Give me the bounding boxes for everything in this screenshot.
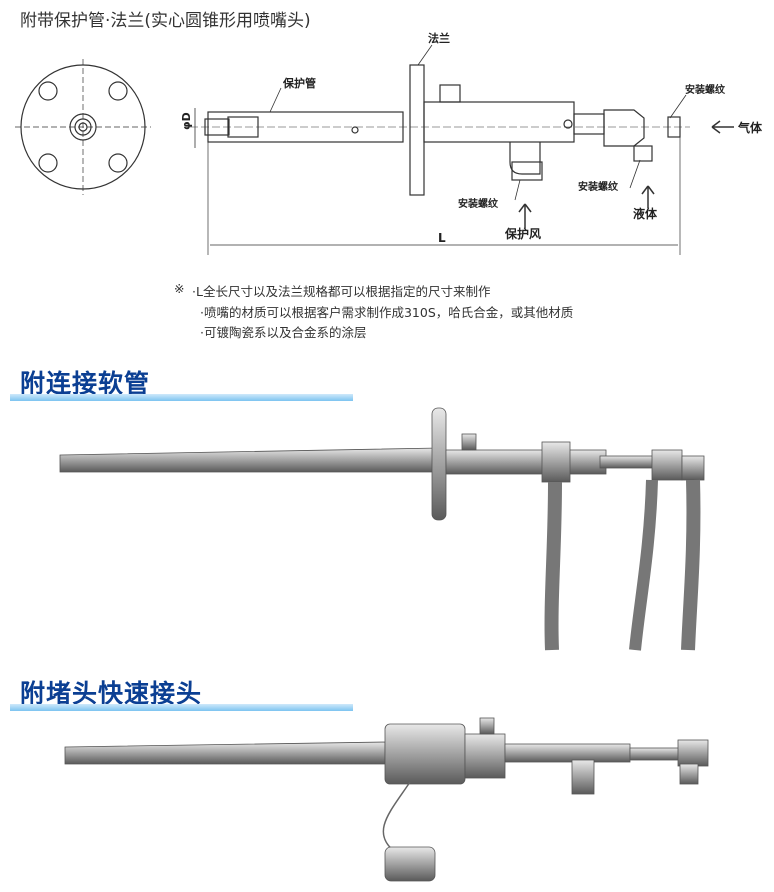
label-gas: 气体: [737, 120, 763, 135]
label-thread-bottom: 安装螺纹: [578, 180, 619, 193]
page-title: 附带保护管·法兰(实心圆锥形用喷嘴头): [20, 11, 311, 31]
section-underline: [10, 394, 353, 401]
label-length: L: [438, 231, 446, 245]
label-thread-mid: 安装螺纹: [458, 197, 499, 210]
section-title-quick-coupling: 附堵头快速接头: [20, 679, 203, 708]
note-line: ·可镀陶瓷系以及合金系的涂层: [200, 325, 367, 340]
note-line: ·喷嘴的材质可以根据客户需求制作成310S，哈氏合金，或其他材质: [200, 305, 574, 320]
label-flange: 法兰: [428, 31, 450, 45]
photo-quick-coupling-nozzle: [64, 717, 709, 882]
technical-drawing: 法兰 保护管 φD 安装螺纹 气体 安装螺纹 液体 安装螺纹 保护风 L: [15, 31, 763, 255]
nozzle-assembly: [59, 407, 705, 651]
label-thread-top: 安装螺纹: [685, 83, 726, 96]
note-line: ·L全长尺寸以及法兰规格都可以根据指定的尺寸来制作: [192, 284, 491, 299]
label-protect-tube: 保护管: [282, 76, 316, 90]
note-mark: ※: [174, 281, 185, 296]
nozzle-assembly: [64, 717, 709, 882]
flange-front-view: [15, 59, 151, 195]
photo-hose-nozzle: [59, 407, 705, 651]
nozzle-side-view: [190, 44, 734, 255]
label-protect-air: 保护风: [504, 226, 541, 241]
section-underline: [10, 704, 353, 711]
section-title-hose: 附连接软管: [20, 369, 151, 398]
label-diameter: φD: [180, 112, 193, 130]
label-liquid: 液体: [633, 206, 658, 221]
